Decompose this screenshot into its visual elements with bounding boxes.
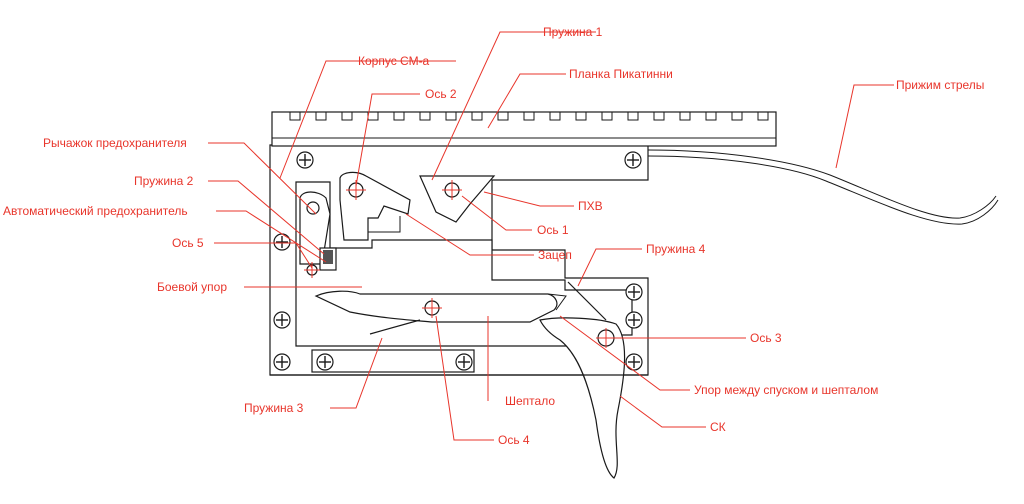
screws bbox=[273, 151, 643, 371]
label-phv: ПХВ bbox=[578, 199, 603, 213]
phv-lever bbox=[419, 175, 496, 223]
label-spring-4: Пружина 4 bbox=[646, 242, 706, 256]
screw-icon bbox=[625, 283, 643, 301]
label-axis-3: Ось 3 bbox=[750, 331, 782, 345]
spring3-wire bbox=[369, 319, 421, 335]
label-spring-1: Пружина 1 bbox=[543, 25, 603, 39]
label-catch: Зацеп bbox=[538, 248, 572, 262]
spring2-block bbox=[323, 250, 333, 264]
screw-icon bbox=[273, 353, 291, 371]
trigger bbox=[539, 317, 626, 479]
label-safety-lever: Рычажок предохранителя bbox=[43, 136, 187, 150]
drawing bbox=[269, 111, 999, 479]
bottom-plate bbox=[311, 349, 475, 373]
axis-4-pin bbox=[422, 298, 442, 318]
label-trigger: СК bbox=[710, 420, 726, 434]
label-axis-5: Ось 5 bbox=[172, 236, 204, 250]
labels: Пружина 1 Корпус СМ-а Планка Пикатинни О… bbox=[3, 25, 984, 447]
label-spring-3: Пружина 3 bbox=[244, 401, 304, 415]
label-trigger-sear-stop: Упор между спуском и шепталом bbox=[694, 383, 878, 397]
screw-icon bbox=[455, 353, 473, 371]
spring4-wire bbox=[567, 281, 607, 321]
screw-icon bbox=[625, 353, 643, 371]
axis-1-pin bbox=[442, 180, 462, 200]
screw-icon bbox=[625, 311, 643, 329]
label-sear: Шептало bbox=[505, 394, 555, 408]
label-spring-2: Пружина 2 bbox=[134, 174, 194, 188]
axis-2-pin bbox=[346, 180, 366, 200]
leader-lines bbox=[208, 31, 894, 441]
screw-icon bbox=[273, 233, 291, 251]
spring2-pin bbox=[306, 201, 320, 215]
label-housing: Корпус СМ-а bbox=[358, 54, 430, 68]
label-axis-1: Ось 1 bbox=[537, 223, 569, 237]
label-axis-4: Ось 4 bbox=[498, 433, 530, 447]
rail-slots bbox=[272, 112, 776, 139]
label-automatic-safety: Автоматический предохранитель bbox=[3, 204, 188, 218]
screw-icon bbox=[624, 151, 642, 169]
screw-icon bbox=[296, 151, 314, 169]
catch-hook bbox=[367, 216, 401, 233]
label-picatinny-rail: Планка Пикатинни bbox=[569, 67, 673, 81]
arrow-clip bbox=[647, 149, 999, 225]
sear-nose bbox=[547, 293, 567, 311]
screw-icon bbox=[273, 311, 291, 329]
axis-5-pin bbox=[304, 262, 320, 278]
label-arrow-clip: Прижим стрелы bbox=[896, 78, 984, 92]
label-combat-stop: Боевой упор bbox=[157, 280, 227, 294]
label-axis-2: Ось 2 bbox=[425, 87, 457, 101]
screw-icon bbox=[316, 353, 334, 371]
pins bbox=[304, 180, 616, 348]
